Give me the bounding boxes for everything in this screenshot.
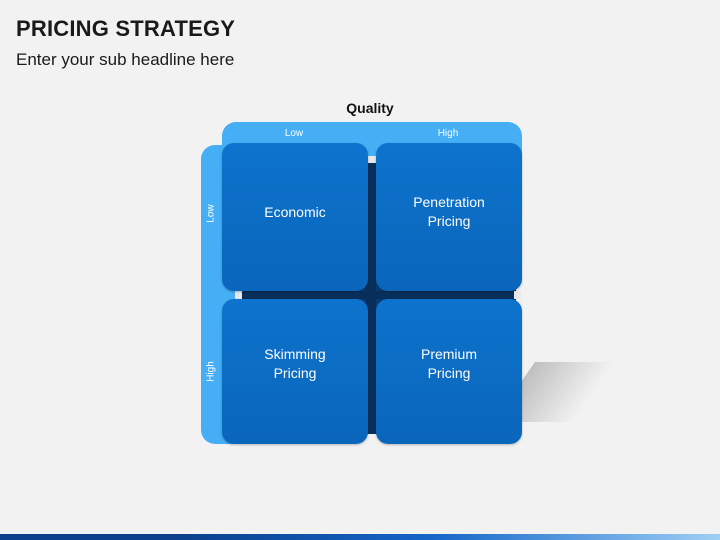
quadrant-label-line2: Pricing (427, 213, 471, 229)
quadrant-label-line2: Pricing (273, 364, 317, 381)
quadrant-label-line1: Skimming (264, 345, 326, 362)
top-notch (366, 156, 376, 163)
horizontal-separator (240, 291, 516, 299)
vertical-separator (366, 162, 376, 434)
side-axis-label-high: High (205, 361, 217, 382)
top-axis-label-high: High (437, 128, 459, 139)
quadrant-label-line1: Premium (420, 345, 477, 362)
quadrant-label-line2: Pricing (427, 364, 471, 381)
quadrant-economic: Economic (222, 143, 368, 291)
side-axis-label-low: Low (205, 204, 217, 223)
quadrant-label-line1: Penetration (413, 194, 485, 210)
left-notch (235, 291, 242, 299)
footer-accent-bar (0, 534, 720, 540)
sub-headline: Enter your sub headline here (16, 50, 235, 69)
quadrant-label-line1: Economic (264, 203, 326, 220)
right-notch (514, 291, 521, 299)
quality-axis-title: Quality (346, 100, 394, 116)
top-axis-label-low: Low (284, 128, 304, 139)
page-title: PRICING STRATEGY (16, 16, 236, 41)
